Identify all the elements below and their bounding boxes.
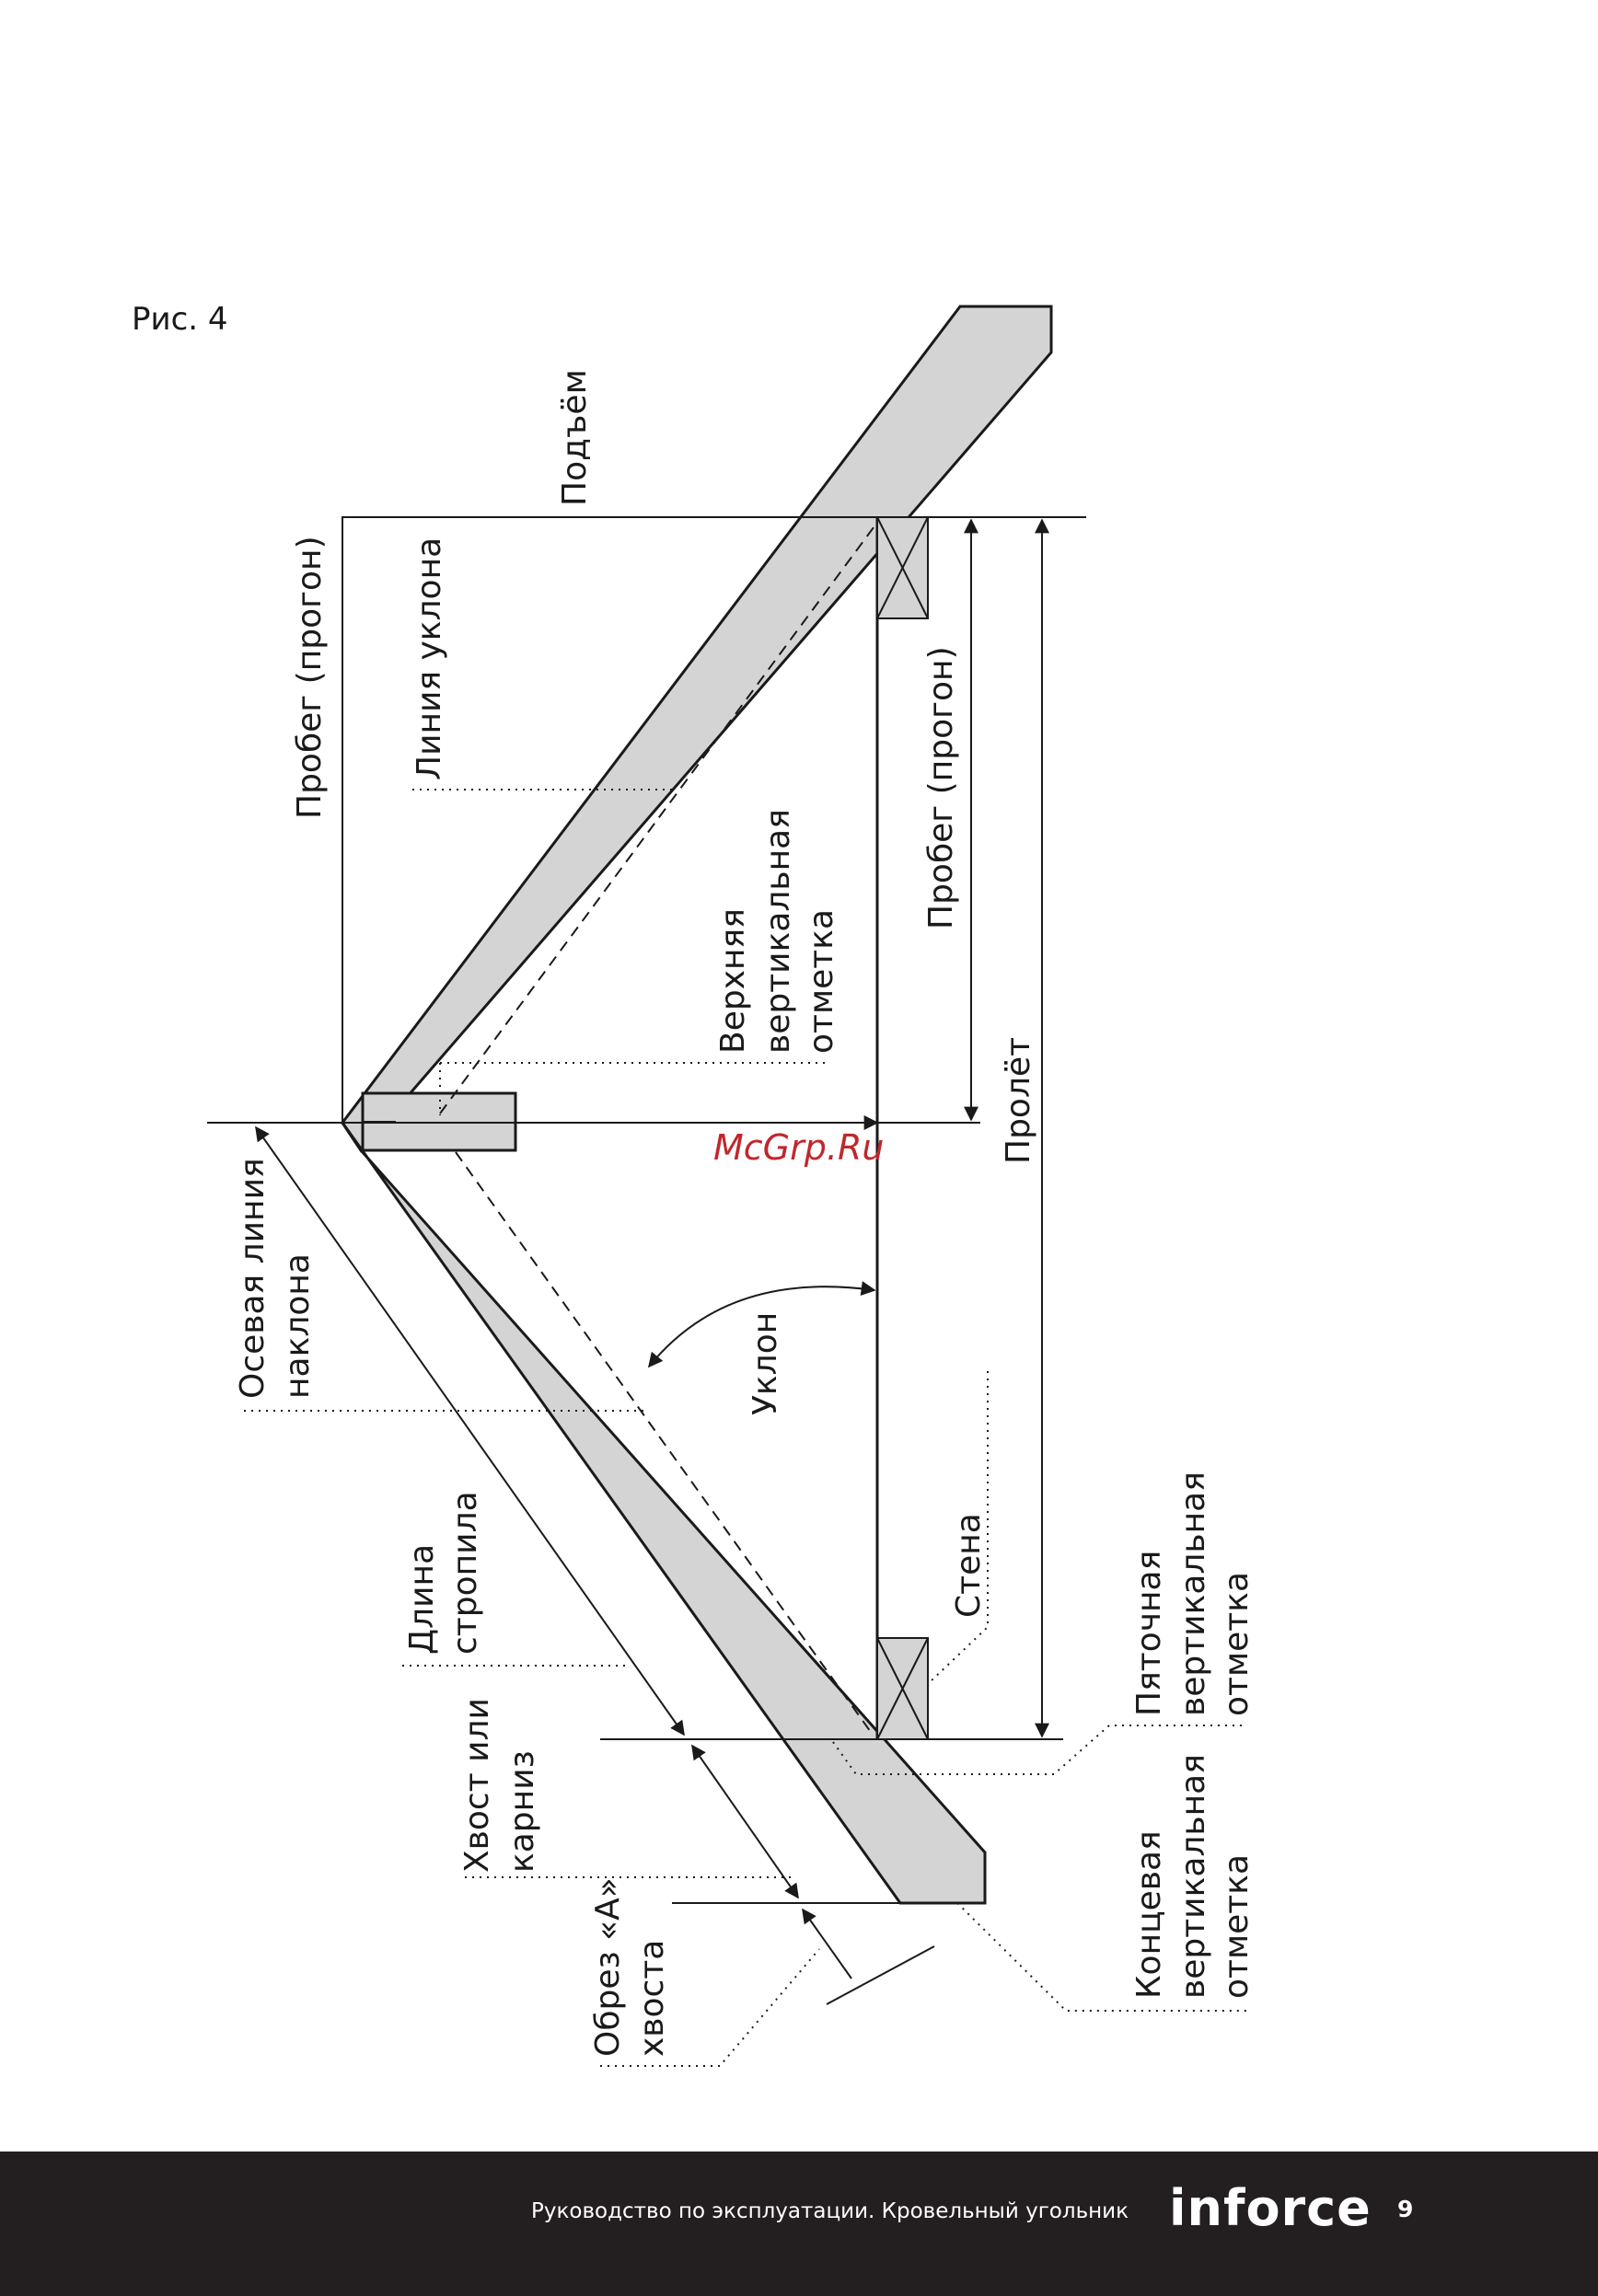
label-obrez-2: хвоста xyxy=(633,1940,671,2057)
label-liniya-uklona: Линия уклона xyxy=(411,537,448,780)
label-khvost-1: Хвост или xyxy=(458,1698,496,1873)
label-verkhnyaya-1: Верхняя xyxy=(714,908,752,1054)
label-probeg-right: Пробег (прогон) xyxy=(922,646,960,929)
label-dlina-2: стропила xyxy=(446,1491,484,1655)
label-pyatochnaya-1: Пяточная xyxy=(1130,1551,1168,1716)
slope-line-upper xyxy=(439,519,880,1114)
label-stena: Стена xyxy=(950,1513,988,1618)
label-osevaya-1: Осевая линия xyxy=(234,1158,272,1399)
label-verkhnyaya-3: отметка xyxy=(803,909,840,1054)
label-podyom: Подъём xyxy=(556,369,594,506)
lower-rafter xyxy=(341,1122,987,1905)
label-prolyot: Пролёт xyxy=(1000,1037,1037,1164)
brand-logo: inforce xyxy=(1169,2179,1372,2237)
label-pyatochnaya-3: отметка xyxy=(1218,1572,1256,1716)
rafter-diagram: Подъём Пробег (прогон) Линия уклона Верх… xyxy=(207,305,1256,2067)
label-osevaya-2: наклона xyxy=(279,1253,317,1399)
footer-title: Руководство по эксплуатации. Кровельный … xyxy=(531,2199,1129,2223)
label-uklon: Уклон xyxy=(747,1312,784,1415)
figure-caption: Рис. 4 xyxy=(132,301,228,338)
label-pyatochnaya-2: вертикальная xyxy=(1175,1471,1212,1716)
page-number: 9 xyxy=(1397,2196,1414,2222)
label-khvost-2: карниз xyxy=(504,1750,541,1873)
label-verkhnyaya-2: вертикальная xyxy=(759,809,797,1054)
label-kontsevaya-2: вертикальная xyxy=(1175,1754,1212,1999)
label-kontsevaya-3: отметка xyxy=(1218,1854,1256,1999)
slope-line-lower xyxy=(455,1151,874,1736)
label-dlina-1: Длина xyxy=(403,1544,441,1655)
label-obrez-1: Обрез «А» xyxy=(589,1877,627,2057)
label-kontsevaya-1: Концевая xyxy=(1130,1830,1168,1999)
watermark: McGrp.Ru xyxy=(713,1127,885,1168)
footer: Руководство по эксплуатации. Кровельный … xyxy=(0,2152,1598,2296)
label-probeg-left: Пробег (прогон) xyxy=(291,536,329,819)
